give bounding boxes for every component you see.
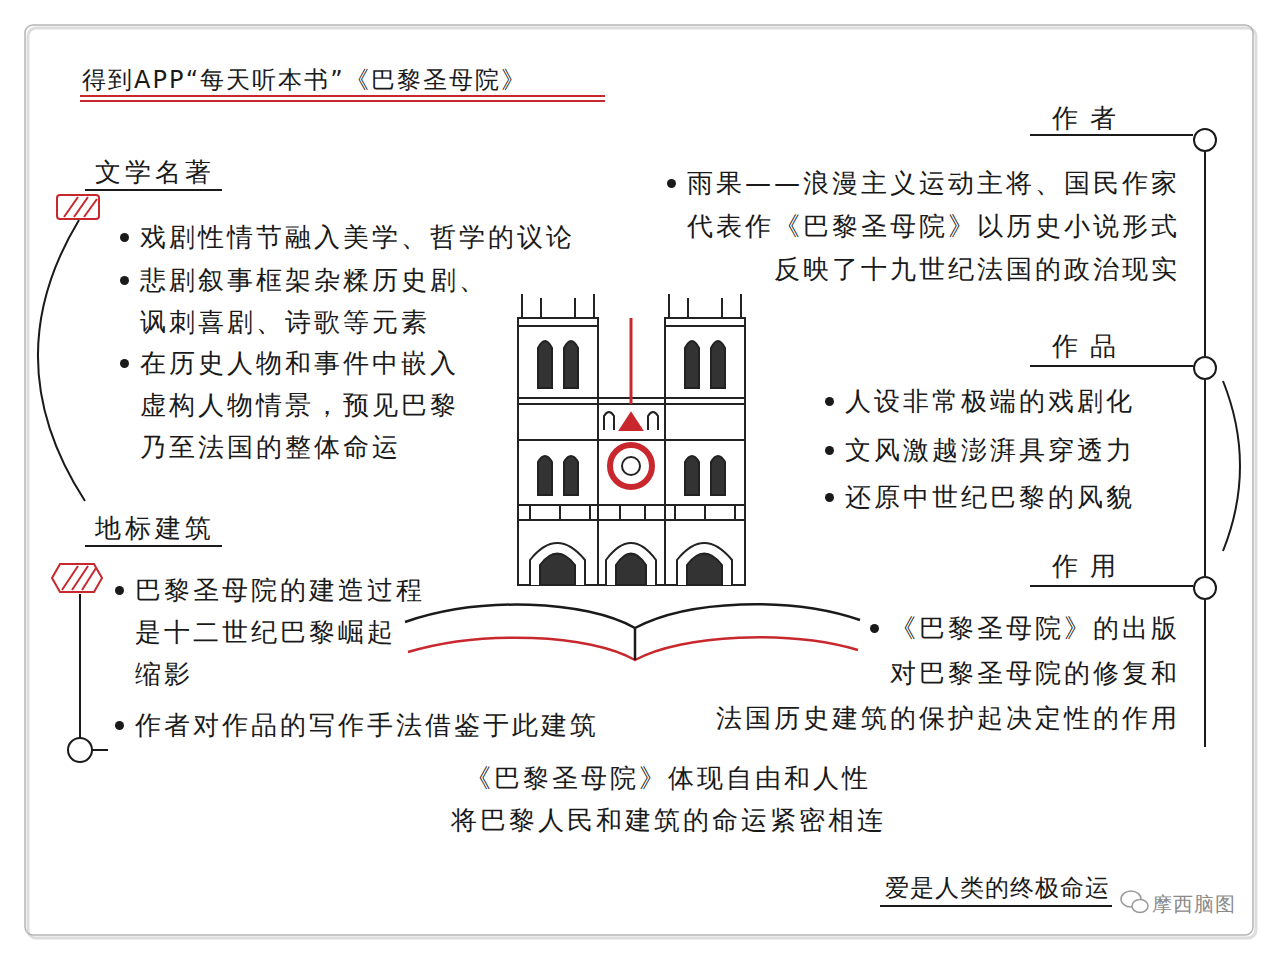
text-line: 戏剧性情节融入美学、哲学的议论 [140,216,575,258]
bullet-text: 人设非常极端的戏剧化 [845,380,1135,422]
branch-heading: 作品 [1052,325,1128,367]
text-line: 在历史人物和事件中嵌入 [140,342,459,384]
branch-heading: 文学名著 [95,151,215,193]
text-line: 人设非常极端的戏剧化 [845,380,1135,422]
connector [38,220,85,501]
bullet-dot [115,586,124,595]
watermark: 摩西脑图 [1152,883,1236,925]
branch-circle [1193,128,1217,152]
page-frame-shadow [28,28,1256,938]
branch-line [79,594,81,738]
bullet-dot [825,397,834,406]
note-underline [880,905,1112,907]
text-line: 讽刺喜剧、诗歌等元素 [140,301,488,343]
mindmap-branch: 地标建筑巴黎圣母院的建造过程 是十二世纪巴黎崛起 缩影作者对作品的写作手法借鉴于… [79,501,605,752]
bullet-dot [825,493,834,502]
branch-stem [1204,319,1206,356]
hatch-icon [57,195,99,219]
connector [1204,524,1206,539]
bullet-text: 作者对作品的写作手法借鉴于此建筑 [135,704,599,746]
text-line: 作品 [1052,325,1128,367]
heading-underline [1030,365,1193,367]
bullet-text: 悲剧叙事框架杂糅历史剧、 讽刺喜剧、诗歌等元素 [140,259,488,343]
text-line: 作者对作品的写作手法借鉴于此建筑 [135,704,599,746]
text-line: 得到APP“每天听本书”《巴黎圣母院》 [82,59,527,101]
branch-end-circle [68,738,92,762]
bullet-dot [667,179,676,188]
heading-underline [85,189,222,191]
bullet-dot [120,359,129,368]
text-line: 是十二世纪巴黎崛起 [135,611,425,653]
text-line: 《巴黎圣母院》体现自由和人性 [451,757,886,799]
text-line: 摩西脑图 [1152,883,1236,925]
bullet-text: 巴黎圣母院的建造过程 是十二世纪巴黎崛起 缩影 [135,569,425,695]
bullet-dot [825,446,834,455]
text-line: 乃至法国的整体命运 [140,426,459,468]
branch-line [92,749,108,751]
wechat-icon [1121,891,1148,913]
text-line: 文风激越澎湃具穿透力 [845,429,1135,471]
text-line: 反映了十九世纪法国的政治现实 [687,248,1180,291]
bullet-text: 在历史人物和事件中嵌入 虚构人物情景，预见巴黎 乃至法国的整体命运 [140,342,459,468]
open-book [405,604,860,660]
mindmap-branch: 作者雨果——浪漫主义运动主将、国民作家 代表作《巴黎圣母院》以历史小说形式 反映… [661,91,1223,297]
closing-note: 爱是人类的终极命运 [885,867,1110,909]
heading-underline [1030,134,1193,136]
bullet-dot [870,624,879,633]
text-line: 代表作《巴黎圣母院》以历史小说形式 [687,205,1180,248]
text-line: 作用 [1052,545,1128,587]
text-line: 文学名著 [95,151,215,193]
text-line: 《巴黎圣母院》的出版 [716,606,1180,651]
title-underline [80,100,605,102]
bullet-dot [120,276,129,285]
bullet-text: 雨果——浪漫主义运动主将、国民作家 代表作《巴黎圣母院》以历史小说形式 反映了十… [687,162,1180,291]
branch-stem [1204,152,1206,297]
connector [1204,297,1206,320]
hexagon-icon [52,564,102,592]
branch-heading: 作用 [1052,545,1128,587]
bullet-text: 戏剧性情节融入美学、哲学的议论 [140,216,575,258]
bullet-dot [120,233,129,242]
text-line: 虚构人物情景，预见巴黎 [140,384,459,426]
bullet-text: 《巴黎圣母院》的出版 对巴黎圣母院的修复和 法国历史建筑的保护起决定性的作用 [716,606,1180,741]
bullet-text: 还原中世纪巴黎的风貌 [845,476,1135,518]
text-line: 法国历史建筑的保护起决定性的作用 [716,696,1180,741]
text-line: 作者 [1052,97,1128,139]
branch-stem [1204,600,1206,747]
heading-underline [85,545,222,547]
mindmap-branch: 文学名著戏剧性情节融入美学、哲学的议论悲剧叙事框架杂糅历史剧、 讽刺喜剧、诗歌等… [79,145,581,474]
text-line: 将巴黎人民和建筑的命运紧密相连 [451,799,886,841]
text-line: 巴黎圣母院的建造过程 [135,569,425,611]
branch-stem [1204,539,1206,576]
page-title: 得到APP“每天听本书”《巴黎圣母院》 [82,59,527,101]
text-line: 对巴黎圣母院的修复和 [716,651,1180,696]
branch-heading: 地标建筑 [95,507,215,549]
connector [1223,381,1240,551]
title-underline [80,95,605,97]
branch-circle [1193,576,1217,600]
mindmap-branch: 作品人设非常极端的戏剧化文风激越澎湃具穿透力还原中世纪巴黎的风貌 [819,319,1223,524]
summary-text: 《巴黎圣母院》体现自由和人性 将巴黎人民和建筑的命运紧密相连 [451,757,886,841]
heading-underline [1030,585,1193,587]
text-line: 悲剧叙事框架杂糅历史剧、 [140,259,488,301]
bullet-text: 文风激越澎湃具穿透力 [845,429,1135,471]
text-line: 缩影 [135,653,425,695]
branch-stem [1204,380,1206,524]
page-frame [25,25,1253,935]
bullet-dot [115,721,124,730]
branch-circle [1193,356,1217,380]
text-line: 爱是人类的终极命运 [885,867,1110,909]
mindmap-branch: 作用《巴黎圣母院》的出版 对巴黎圣母院的修复和 法国历史建筑的保护起决定性的作用 [710,539,1223,747]
cathedral-illustration [518,294,745,585]
branch-heading: 作者 [1052,97,1128,139]
text-line: 还原中世纪巴黎的风貌 [845,476,1135,518]
text-line: 地标建筑 [95,507,215,549]
text-line: 雨果——浪漫主义运动主将、国民作家 [687,162,1180,205]
